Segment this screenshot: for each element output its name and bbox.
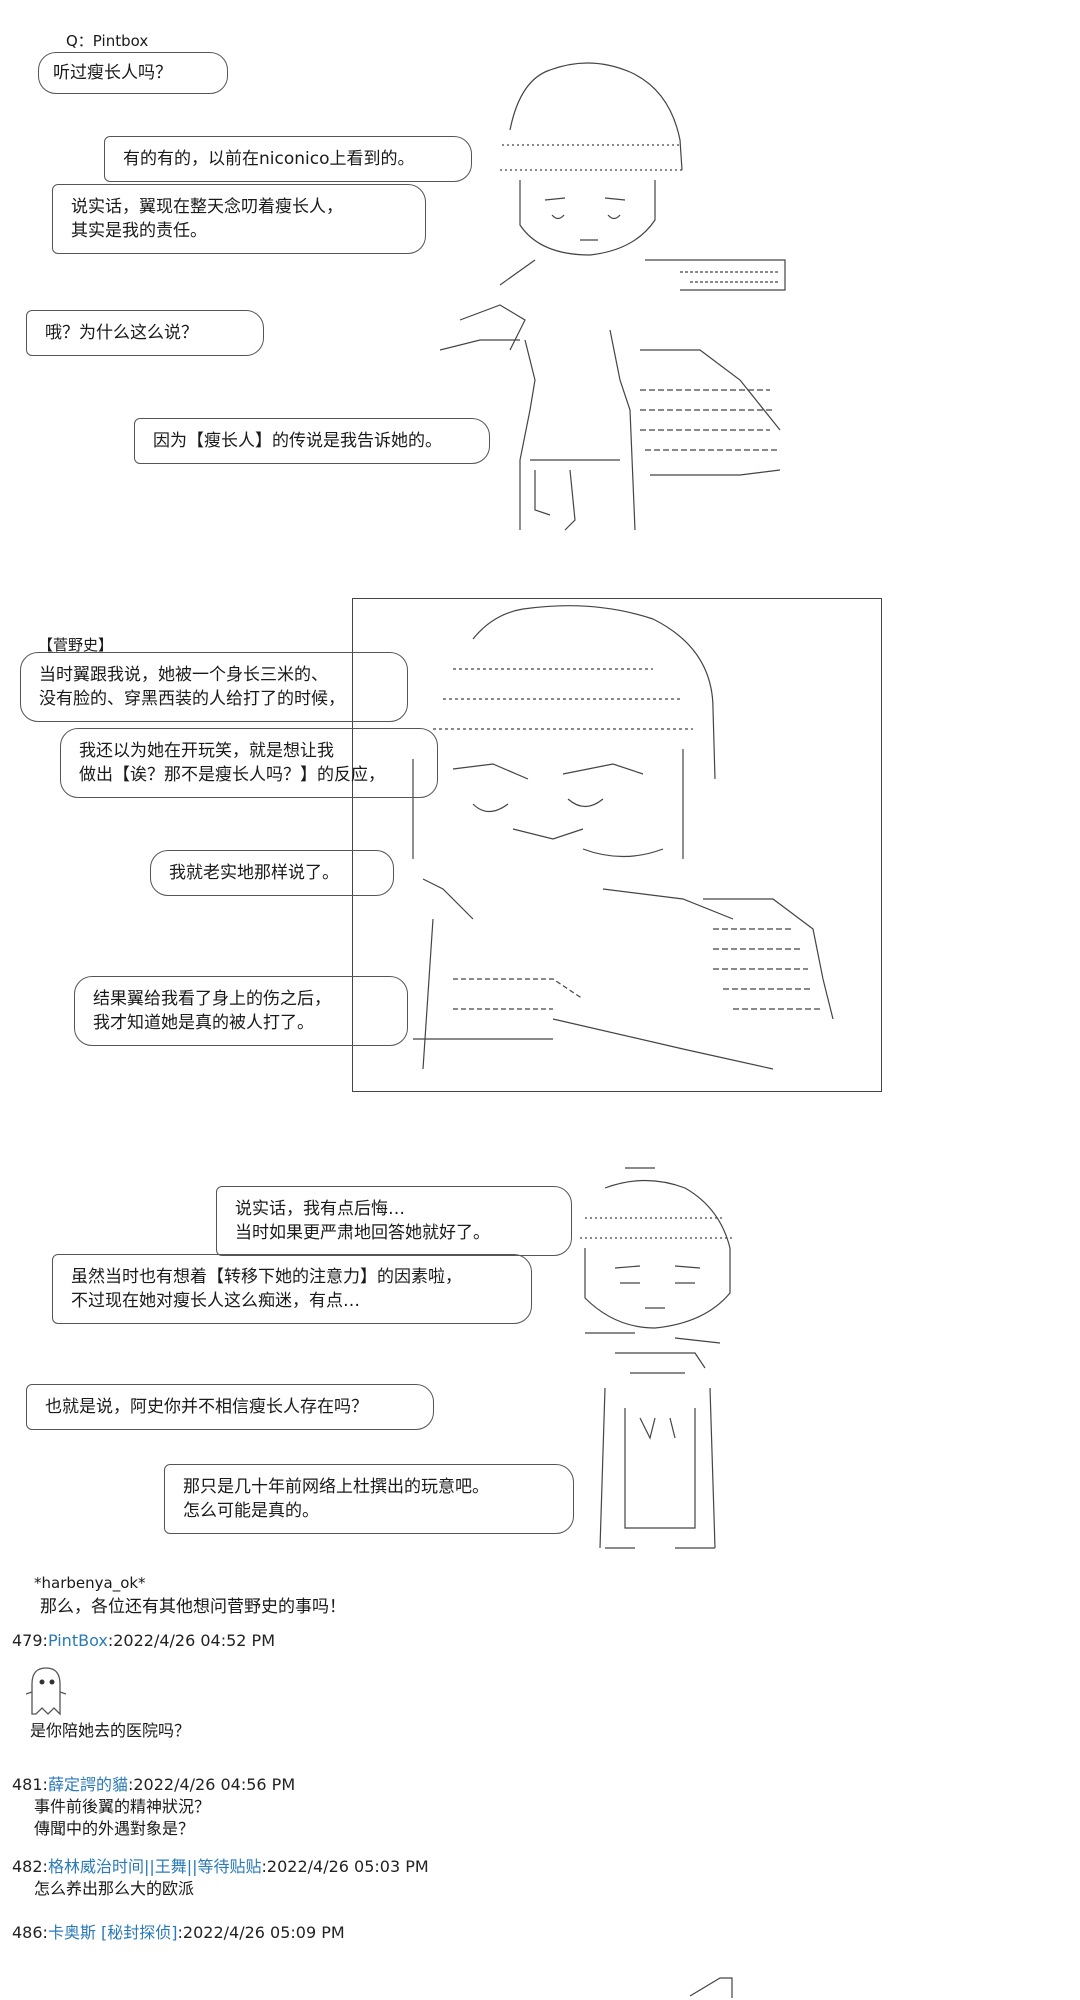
- speech-bubble: 我就老实地那样说了。: [150, 850, 394, 896]
- speech-bubble: 有的有的，以前在niconico上看到的。: [104, 136, 472, 182]
- post-header: 479:PintBox:2022/4/26 04:52 PM: [12, 1631, 276, 1650]
- speech-bubble: 那只是几十年前网络上杜撰出的玩意吧。 怎么可能是真的。: [164, 1464, 574, 1534]
- forum-post: 479:PintBox:2022/4/26 04:52 PM 是你陪她去的医院吗…: [12, 1630, 275, 1742]
- forum-post: 482:格林威治时间||王舞||等待贴贴:2022/4/26 05:03 PM …: [12, 1856, 429, 1900]
- post-timestamp: 2022/4/26 04:52 PM: [113, 1631, 276, 1650]
- bubble-text: 结果翼给我看了身上的伤之后，: [93, 989, 331, 1009]
- bubble-text: 哦？为什么这么说？: [45, 323, 198, 343]
- speech-bubble: 哦？为什么这么说？: [26, 310, 264, 356]
- post-number: 486: [12, 1923, 43, 1942]
- forum-post: 481:薛定諤的貓:2022/4/26 04:56 PM 事件前後翼的精神狀況？…: [12, 1774, 295, 1840]
- bubble-text: 我才知道她是真的被人打了。: [93, 1013, 314, 1033]
- post-body-line: 事件前後翼的精神狀況？: [34, 1797, 211, 1816]
- bubble-text: 说实话，我有点后悔…: [235, 1199, 405, 1219]
- post-header: 486:卡奥斯 [秘封探侦]:2022/4/26 05:09 PM: [12, 1923, 345, 1942]
- speech-bubble: 也就是说，阿史你并不相信瘦长人存在吗？: [26, 1384, 434, 1430]
- speech-bubble-pintbox: 听过瘦长人吗？: [38, 52, 228, 94]
- bubble-text: 听过瘦长人吗？: [53, 63, 172, 83]
- bubble-text: 没有脸的、穿黑西装的人给打了的时候，: [39, 689, 345, 709]
- illustration-frame: [352, 598, 882, 1092]
- post-header: 481:薛定諤的貓:2022/4/26 04:56 PM: [12, 1775, 296, 1794]
- bubble-text: 虽然当时也有想着【转移下她的注意力】的因素啦，: [71, 1267, 462, 1287]
- speech-bubble: 当时翼跟我说，她被一个身长三米的、 没有脸的、穿黑西装的人给打了的时候，: [20, 652, 408, 722]
- speech-bubble: 因为【瘦长人】的传说是我告诉她的。: [134, 418, 490, 464]
- speech-bubble: 说实话，翼现在整天念叨着瘦长人， 其实是我的责任。: [52, 184, 426, 254]
- ghost-avatar-icon: [25, 1667, 67, 1716]
- forum-post: 486:卡奥斯 [秘封探侦]:2022/4/26 05:09 PM: [12, 1922, 345, 1944]
- character-figure-illustration: [580, 1167, 735, 1549]
- speech-bubble: 说实话，我有点后悔… 当时如果更严肃地回答她就好了。: [216, 1186, 572, 1256]
- post-author-link[interactable]: 薛定諤的貓: [47, 1775, 128, 1794]
- pintbox-label: Q：Pintbox: [66, 32, 149, 50]
- bubble-text: 当时如果更严肃地回答她就好了。: [235, 1223, 490, 1243]
- post-timestamp: 2022/4/26 04:56 PM: [133, 1775, 296, 1794]
- post-body-line: 是你陪她去的医院吗？: [30, 1721, 191, 1740]
- post-author-link[interactable]: PintBox: [47, 1631, 108, 1650]
- post-number: 482: [12, 1857, 43, 1876]
- post-body-line: 怎么养出那么大的欧派: [34, 1879, 195, 1898]
- bubble-text: 我还以为她在开玩笑，就是想让我: [79, 741, 334, 761]
- bubble-text: 做出【诶？那不是瘦长人吗？】的反应，: [79, 765, 385, 785]
- post-timestamp: 2022/4/26 05:03 PM: [266, 1857, 429, 1876]
- signature-block: *harbenya_ok* 那么，各位还有其他想问菅野史的事吗！: [34, 1574, 346, 1617]
- bubble-text: 有的有的，以前在niconico上看到的。: [123, 149, 415, 169]
- character-figure-illustration: [440, 62, 786, 531]
- post-timestamp: 2022/4/26 05:09 PM: [182, 1923, 345, 1942]
- partial-figure-illustration: [689, 1977, 733, 1998]
- speech-bubble: 我还以为她在开玩笑，就是想让我 做出【诶？那不是瘦长人吗？】的反应，: [60, 728, 438, 798]
- bubble-text: 当时翼跟我说，她被一个身长三米的、: [39, 665, 328, 685]
- post-number: 479: [12, 1631, 43, 1650]
- character-figure-illustration: [412, 605, 834, 1070]
- speech-bubble: 虽然当时也有想着【转移下她的注意力】的因素啦， 不过现在她对瘦长人这么痴迷，有点…: [52, 1254, 532, 1324]
- post-header: 482:格林威治时间||王舞||等待贴贴:2022/4/26 05:03 PM: [12, 1857, 429, 1876]
- speech-bubble: 结果翼给我看了身上的伤之后， 我才知道她是真的被人打了。: [74, 976, 408, 1046]
- post-author-link[interactable]: 卡奥斯 [秘封探侦]: [47, 1923, 178, 1942]
- bubble-text: 那只是几十年前网络上杜撰出的玩意吧。: [183, 1477, 489, 1497]
- bubble-text: 因为【瘦长人】的传说是我告诉她的。: [153, 431, 442, 451]
- bubble-text: 怎么可能是真的。: [183, 1501, 319, 1521]
- bubble-text: 说实话，翼现在整天念叨着瘦长人，: [71, 197, 343, 217]
- bubble-text: 也就是说，阿史你并不相信瘦长人存在吗？: [45, 1397, 368, 1417]
- post-author-link[interactable]: 格林威治时间||王舞||等待贴贴: [47, 1857, 262, 1876]
- bubble-text: 其实是我的责任。: [71, 221, 207, 241]
- post-body-line: 傳聞中的外遇對象是？: [34, 1819, 195, 1838]
- signature-text: 那么，各位还有其他想问菅野史的事吗！: [40, 1597, 346, 1617]
- bubble-text: 不过现在她对瘦长人这么痴迷，有点…: [71, 1291, 360, 1311]
- signature-handle: *harbenya_ok*: [34, 1574, 146, 1592]
- post-number: 481: [12, 1775, 43, 1794]
- speaker-label: 【菅野史】: [38, 636, 114, 654]
- bubble-text: 我就老实地那样说了。: [169, 863, 339, 883]
